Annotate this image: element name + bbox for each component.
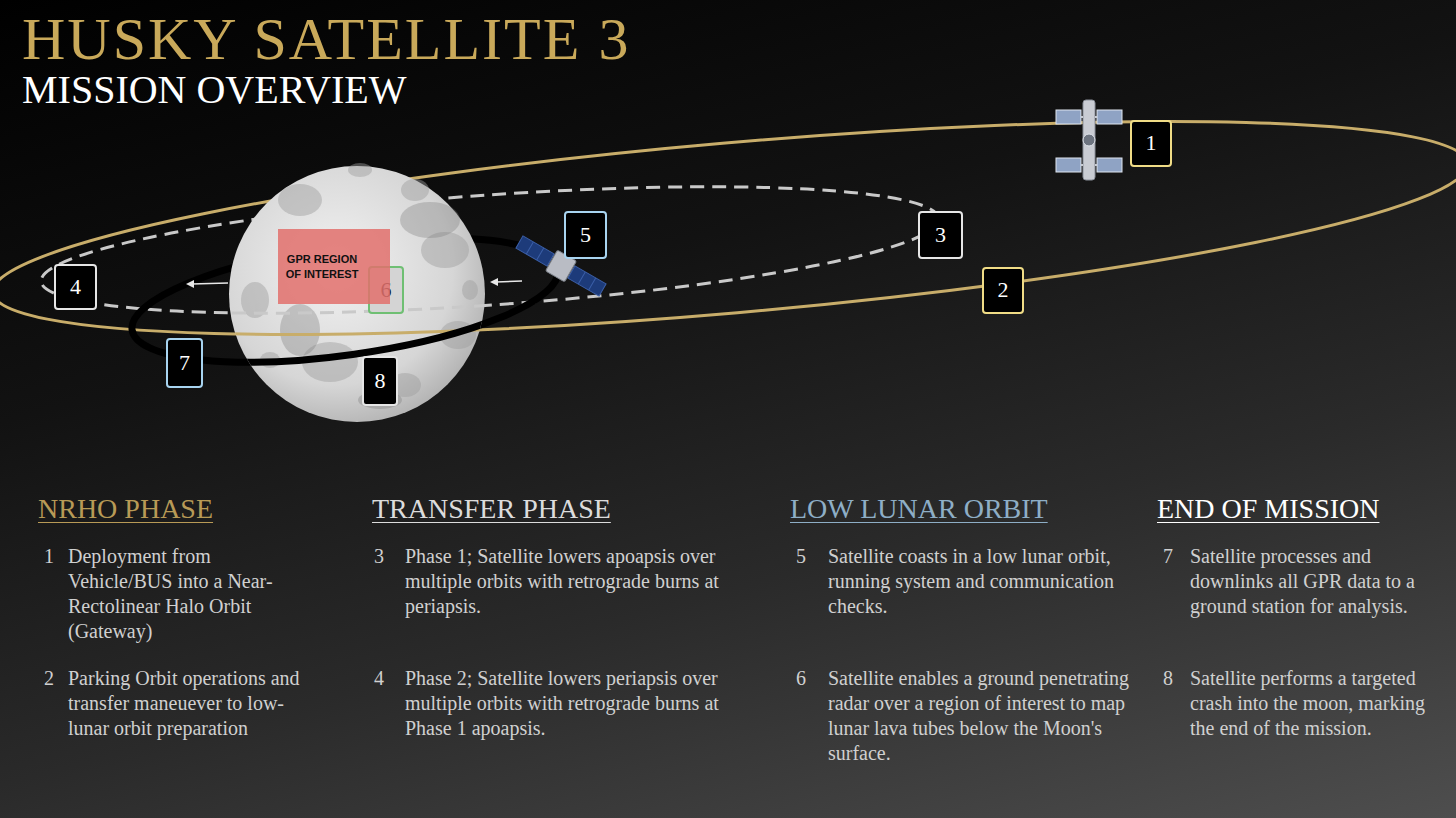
step-number: 5 xyxy=(796,544,806,568)
step-text: Phase 2; Satellite lowers periapsis over… xyxy=(405,666,740,741)
callout-number: 1 xyxy=(1130,120,1172,167)
callout-label: 3 xyxy=(935,223,946,247)
moon-disc xyxy=(229,166,485,422)
step-number: 6 xyxy=(796,666,806,690)
moon xyxy=(229,163,485,422)
callout-number: 7 xyxy=(166,338,203,388)
step-text: Phase 1; Satellite lowers apoapsis over … xyxy=(405,544,740,619)
step-number: 3 xyxy=(374,544,384,568)
callout-label: 7 xyxy=(179,351,190,375)
orbit-front-arcs xyxy=(0,164,1456,385)
step-number: 8 xyxy=(1163,666,1173,690)
callout-label: 5 xyxy=(580,223,591,247)
phase-heading: TRANSFER PHASE xyxy=(372,492,611,526)
callout-label: 4 xyxy=(70,275,81,299)
subtitle: MISSION OVERVIEW xyxy=(22,66,407,114)
callout-number: 5 xyxy=(564,211,607,259)
phase-heading: NRHO PHASE xyxy=(38,492,213,526)
callout-label: 8 xyxy=(375,369,386,393)
callout-number: 2 xyxy=(982,267,1024,314)
step-number: 7 xyxy=(1163,544,1173,568)
region-label: GPR REGION OF INTEREST xyxy=(285,252,359,282)
phase-heading: END OF MISSION xyxy=(1157,492,1379,526)
region-of-interest: GPR REGION OF INTEREST xyxy=(278,229,390,304)
step-number: 2 xyxy=(44,666,54,690)
transfer-orbit xyxy=(37,164,942,337)
step-text: Satellite coasts in a low lunar orbit, r… xyxy=(828,544,1128,619)
phase-heading: LOW LUNAR ORBIT xyxy=(790,492,1048,526)
step-number: 4 xyxy=(374,666,384,690)
step-text: Satellite processes and downlinks all GP… xyxy=(1190,544,1448,619)
step-text: Satellite performs a targeted crash into… xyxy=(1190,666,1448,741)
gateway-satellite xyxy=(1056,100,1122,180)
step-text: Deployment from Vehicle/BUS into a Near-… xyxy=(68,544,313,644)
callout-label: 2 xyxy=(998,278,1009,302)
step-number: 1 xyxy=(44,544,54,568)
nrho-orbit xyxy=(0,79,1456,377)
callout-number: 3 xyxy=(918,211,963,259)
callout-number: 4 xyxy=(54,264,97,310)
step-text: Parking Orbit operations and transfer ma… xyxy=(68,666,318,741)
callout-label: 1 xyxy=(1146,131,1157,155)
step-text: Satellite enables a ground penetrating r… xyxy=(828,666,1133,766)
callout-number: 8 xyxy=(362,356,398,406)
main-title: HUSKY SATELLITE 3 xyxy=(22,6,630,72)
